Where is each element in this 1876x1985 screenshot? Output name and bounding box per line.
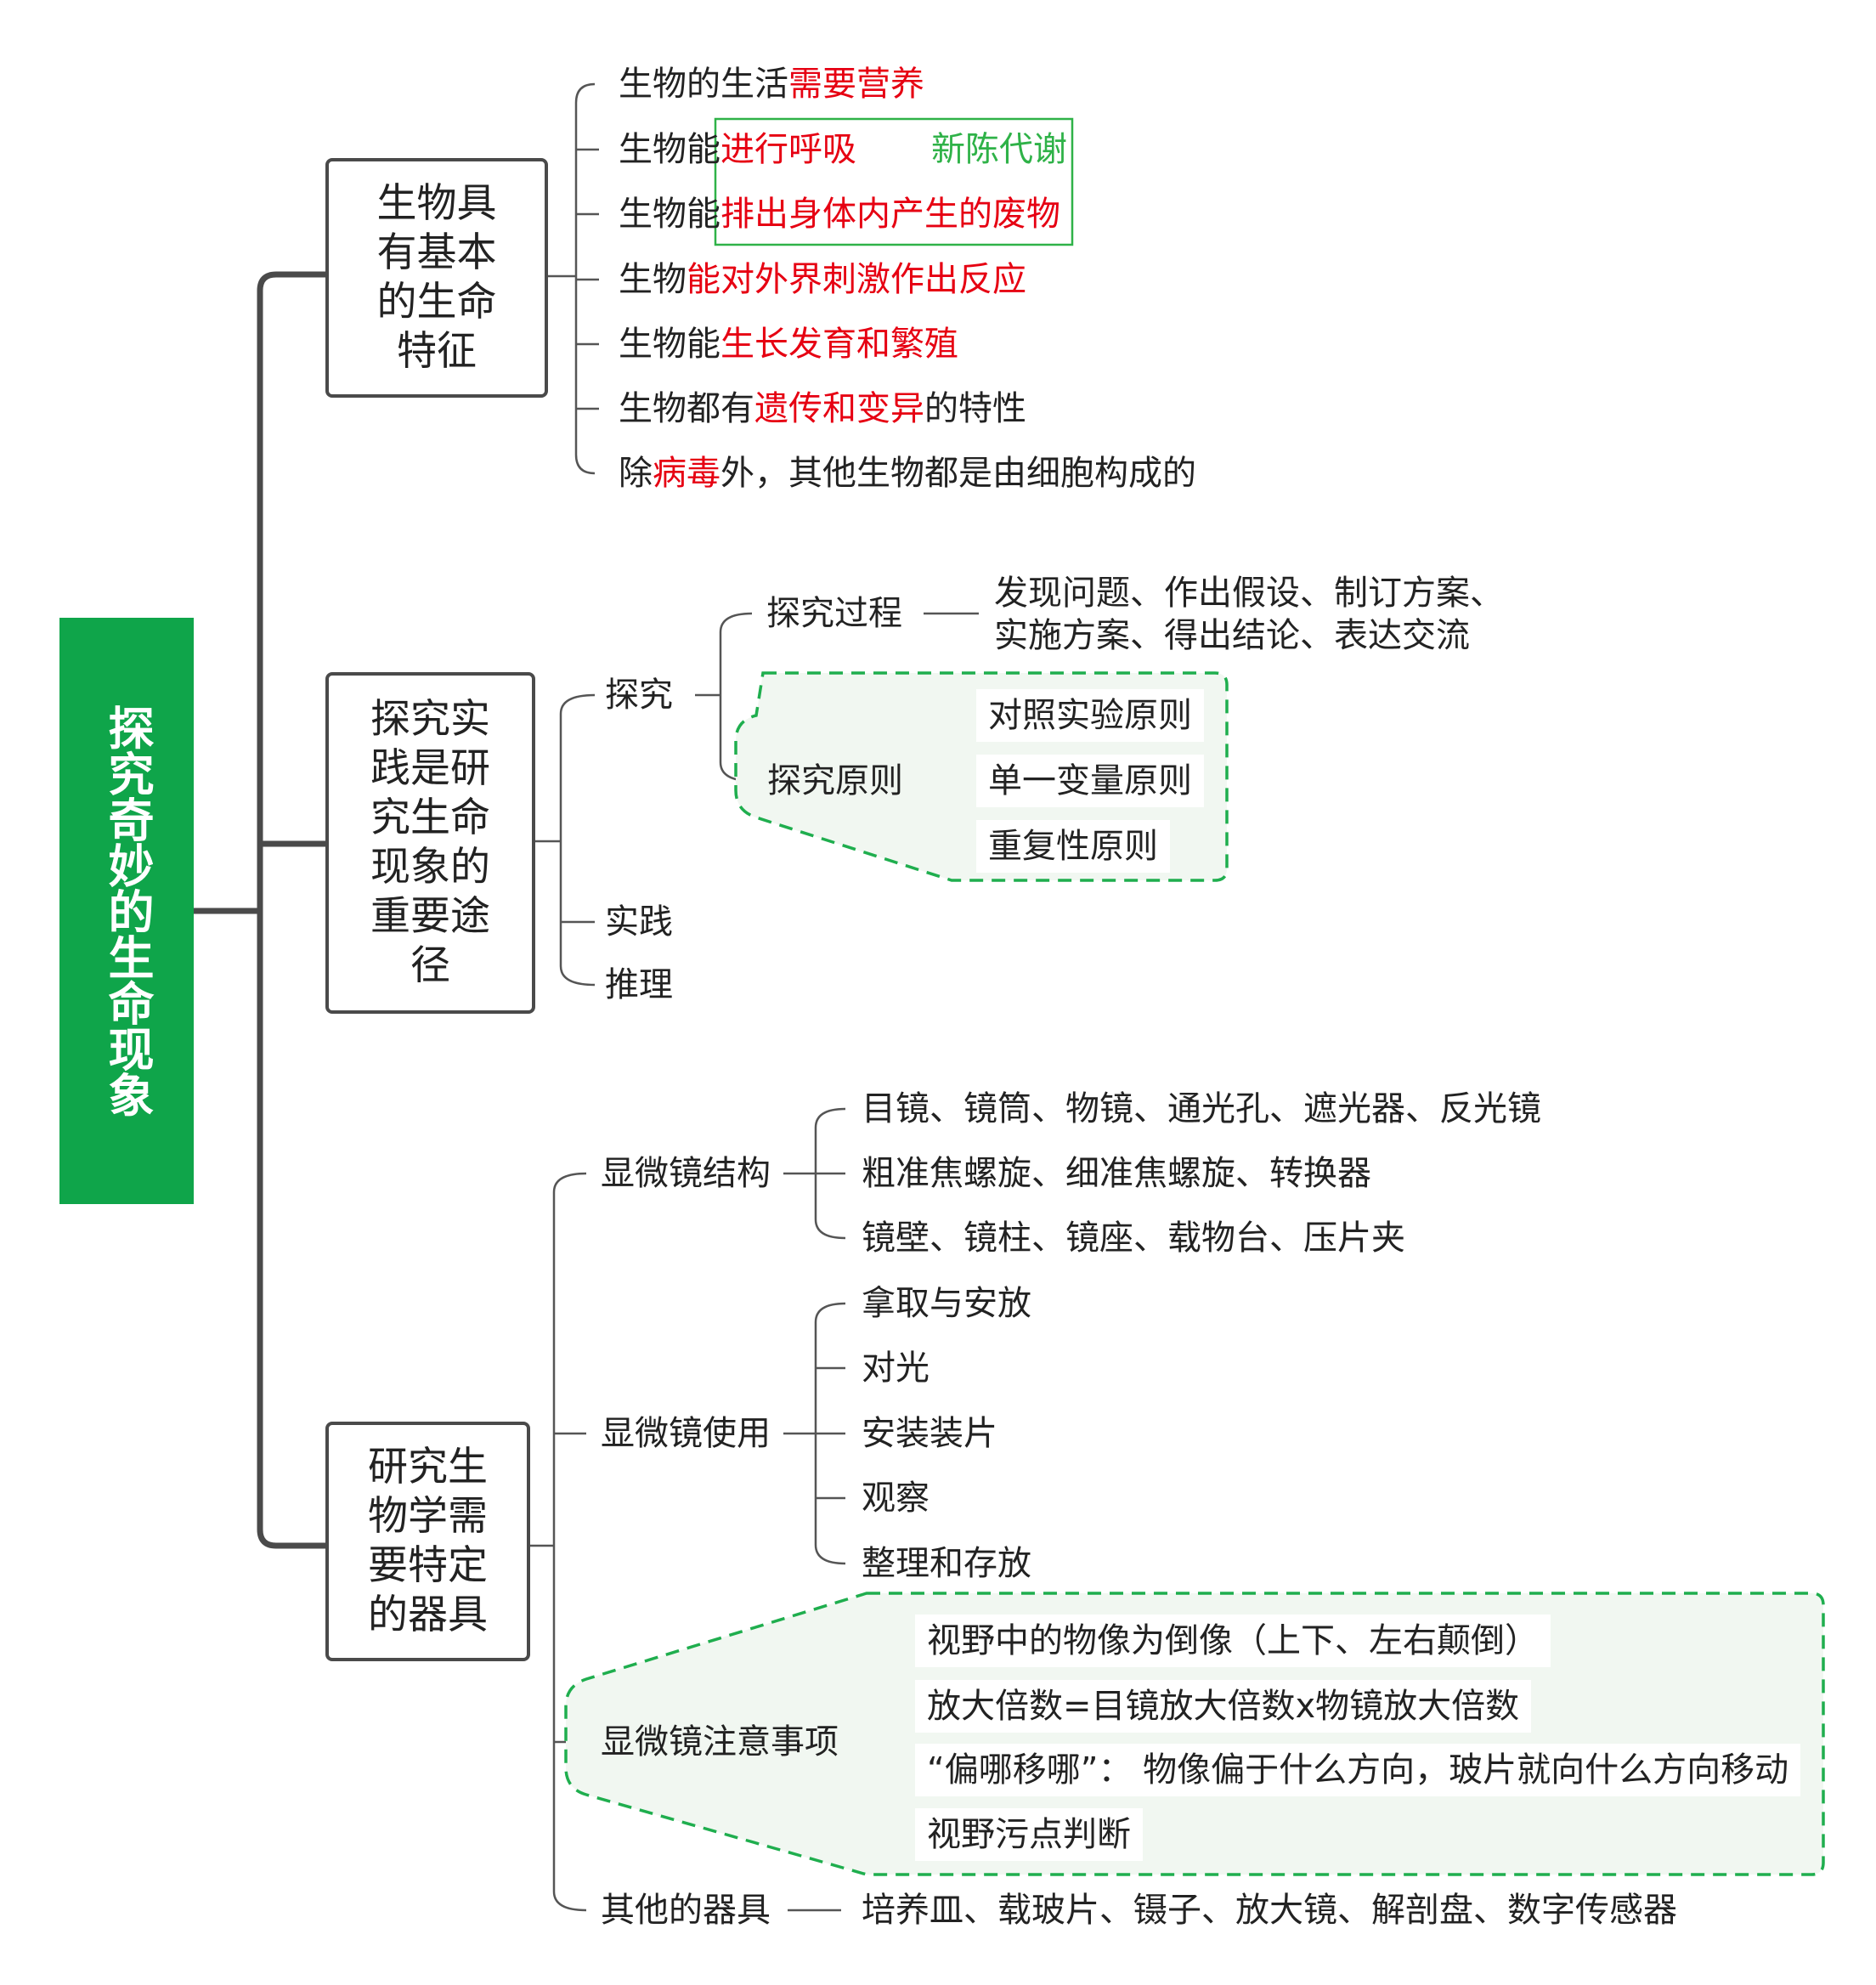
section-title: 探究实践是研究生命现象的重要途径 <box>370 696 490 989</box>
usage-item: 拿取与安放 <box>862 1284 1031 1323</box>
inquiry-process-label: 探究过程 <box>766 594 902 633</box>
practice-label: 实践 <box>605 902 673 942</box>
life-feature-item: 生物能排出身体内产生的废物 <box>619 195 1060 234</box>
reasoning-label: 推理 <box>605 965 673 1004</box>
structure-item: 粗准焦螺旋、细准焦螺旋、转换器 <box>862 1154 1371 1193</box>
notes-item: 放大倍数=目镜放大倍数x物镜放大倍数 <box>915 1680 1532 1733</box>
section-biology-tools: 研究生物学需要特定的器具 <box>325 1422 530 1661</box>
inquiry-principle-label: 探究原则 <box>759 755 912 806</box>
section-inquiry-practice: 探究实践是研究生命现象的重要途径 <box>325 672 535 1014</box>
section-title: 生物具有基本的生命特征 <box>376 180 497 375</box>
principle-item: 重复性原则 <box>976 820 1170 873</box>
inquiry-label: 探究 <box>605 676 673 715</box>
other-tools-label: 其他的器具 <box>601 1891 771 1930</box>
microscope-structure-label: 显微镜结构 <box>601 1154 771 1193</box>
life-feature-item: 除病毒外，其他生物都是由细胞构成的 <box>619 454 1196 493</box>
life-feature-item: 生物能生长发育和繁殖 <box>619 325 958 364</box>
microscope-notes-label: 显微镜注意事项 <box>592 1716 847 1767</box>
structure-item: 镜壁、镜柱、镜座、载物台、压片夹 <box>862 1219 1405 1258</box>
life-feature-item: 生物都有遗传和变异的特性 <box>619 389 1026 428</box>
principle-item: 单一变量原则 <box>976 755 1204 807</box>
usage-item: 整理和存放 <box>862 1544 1031 1583</box>
life-feature-item: 生物的生活需要营养 <box>619 65 924 104</box>
section-life-characteristics: 生物具有基本的生命特征 <box>325 158 548 398</box>
life-feature-item: 生物能进行呼吸 <box>619 130 856 169</box>
notes-item: “偏哪移哪”： 物像偏于什么方向，玻片就向什么方向移动 <box>915 1744 1801 1796</box>
other-tools-items: 培养皿、载玻片、镊子、放大镜、解剖盘、数字传感器 <box>862 1891 1677 1930</box>
inquiry-process-steps: 发现问题、作出假设、制订方案、 <box>994 574 1504 613</box>
microscope-usage-label: 显微镜使用 <box>601 1414 771 1453</box>
inquiry-process-steps: 实施方案、得出结论、表达交流 <box>994 616 1470 655</box>
metabolism-note: 新陈代谢 <box>931 130 1067 169</box>
usage-item: 观察 <box>862 1479 930 1518</box>
structure-item: 目镜、镜筒、物镜、通光孔、遮光器、反光镜 <box>862 1089 1541 1128</box>
usage-item: 对光 <box>862 1349 930 1388</box>
principle-item: 对照实验原则 <box>976 689 1204 742</box>
usage-item: 安装装片 <box>862 1414 997 1453</box>
notes-item: 视野污点判断 <box>915 1808 1143 1861</box>
notes-item: 视野中的物像为倒像（上下、左右颠倒） <box>915 1615 1551 1667</box>
section-title: 研究生物学需要特定的器具 <box>368 1444 488 1638</box>
life-feature-item: 生物能对外界刺激作出反应 <box>619 260 1026 299</box>
root-topic: 探究奇妙的生命现象 <box>59 618 194 1204</box>
